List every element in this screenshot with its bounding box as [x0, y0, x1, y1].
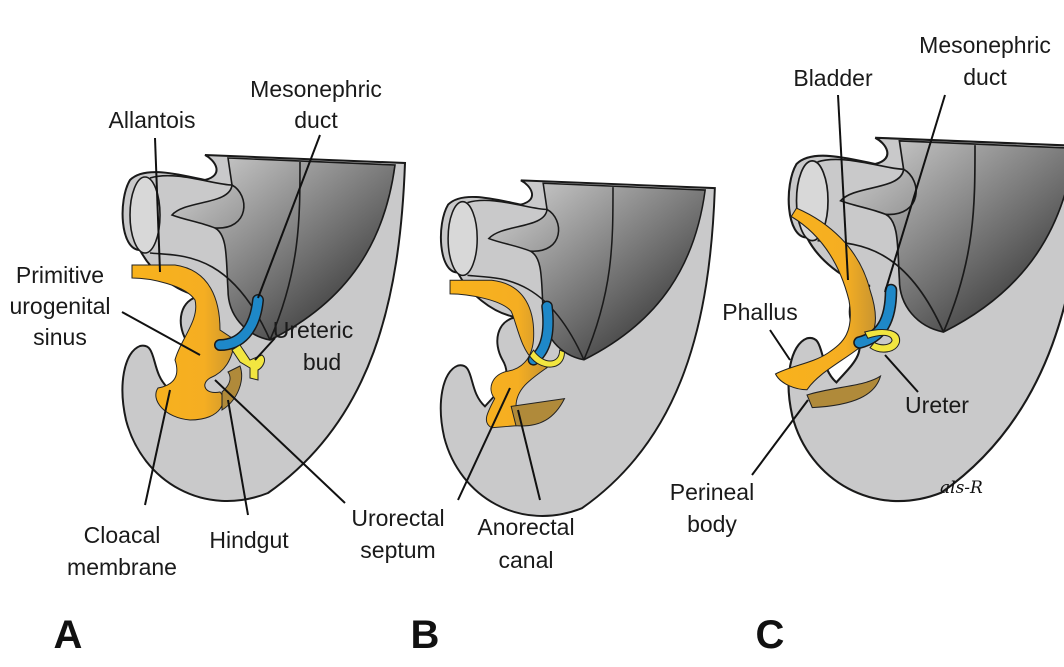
label-mesonephric-duct-a-2: duct: [294, 107, 338, 133]
embryo-c: [774, 136, 1064, 503]
embryo-c-body: [787, 136, 1064, 503]
label-cloacal-membrane-2: membrane: [67, 554, 177, 580]
label-mesonephric-duct-c-2: duct: [963, 64, 1007, 90]
ureteric-bud-b: [528, 349, 565, 368]
anorectal-canal-b: [510, 397, 566, 427]
label-ureteric-bud-1: Ureteric: [273, 317, 354, 343]
label-hindgut: Hindgut: [209, 527, 289, 553]
label-allantois: Allantois: [109, 107, 196, 133]
label-cloacal-membrane-1: Cloacal: [84, 522, 161, 548]
label-urorectal-septum-1: Urorectal: [351, 505, 444, 531]
label-ureteric-bud-2: bud: [303, 349, 341, 375]
label-perineal-body-2: body: [687, 511, 737, 537]
embryo-b-body: [439, 179, 716, 517]
embryo-b: [439, 179, 716, 517]
embryo-a: [121, 154, 406, 503]
ureter-c: [863, 329, 900, 353]
label-bladder: Bladder: [793, 65, 873, 91]
ureteric-bud-a: [231, 344, 265, 381]
panel-letter-b: B: [411, 613, 440, 657]
panel-letter-c: C: [756, 613, 785, 657]
label-primitive-urogenital-sinus-1: Primitive: [16, 262, 104, 288]
label-anorectal-canal-1: Anorectal: [477, 514, 574, 540]
label-mesonephric-duct-a-1: Mesonephric: [250, 76, 382, 102]
label-urorectal-septum-2: septum: [360, 537, 435, 563]
bladder-c: [774, 207, 876, 391]
label-mesonephric-duct-c-1: Mesonephric: [919, 32, 1051, 58]
mesonephric-duct-c: [854, 285, 896, 348]
label-primitive-urogenital-sinus-3: sinus: [33, 324, 87, 350]
label-phallus: Phallus: [722, 299, 797, 325]
label-primitive-urogenital-sinus-2: urogenital: [9, 293, 110, 319]
label-perineal-body-1: Perineal: [670, 479, 754, 505]
label-anorectal-canal-2: canal: [499, 547, 554, 573]
panel-letter-a: A: [54, 613, 83, 657]
label-ureter: Ureter: [905, 392, 969, 418]
anorectal-canal-c: [806, 374, 882, 409]
embryo-a-body: [121, 154, 406, 503]
urogenital-sinus-b: [449, 279, 548, 429]
hindgut-a: [221, 365, 243, 411]
leader-lines: [121, 94, 946, 516]
artist-signature: als-R: [940, 478, 983, 498]
mesonephric-duct-a: [215, 295, 263, 350]
